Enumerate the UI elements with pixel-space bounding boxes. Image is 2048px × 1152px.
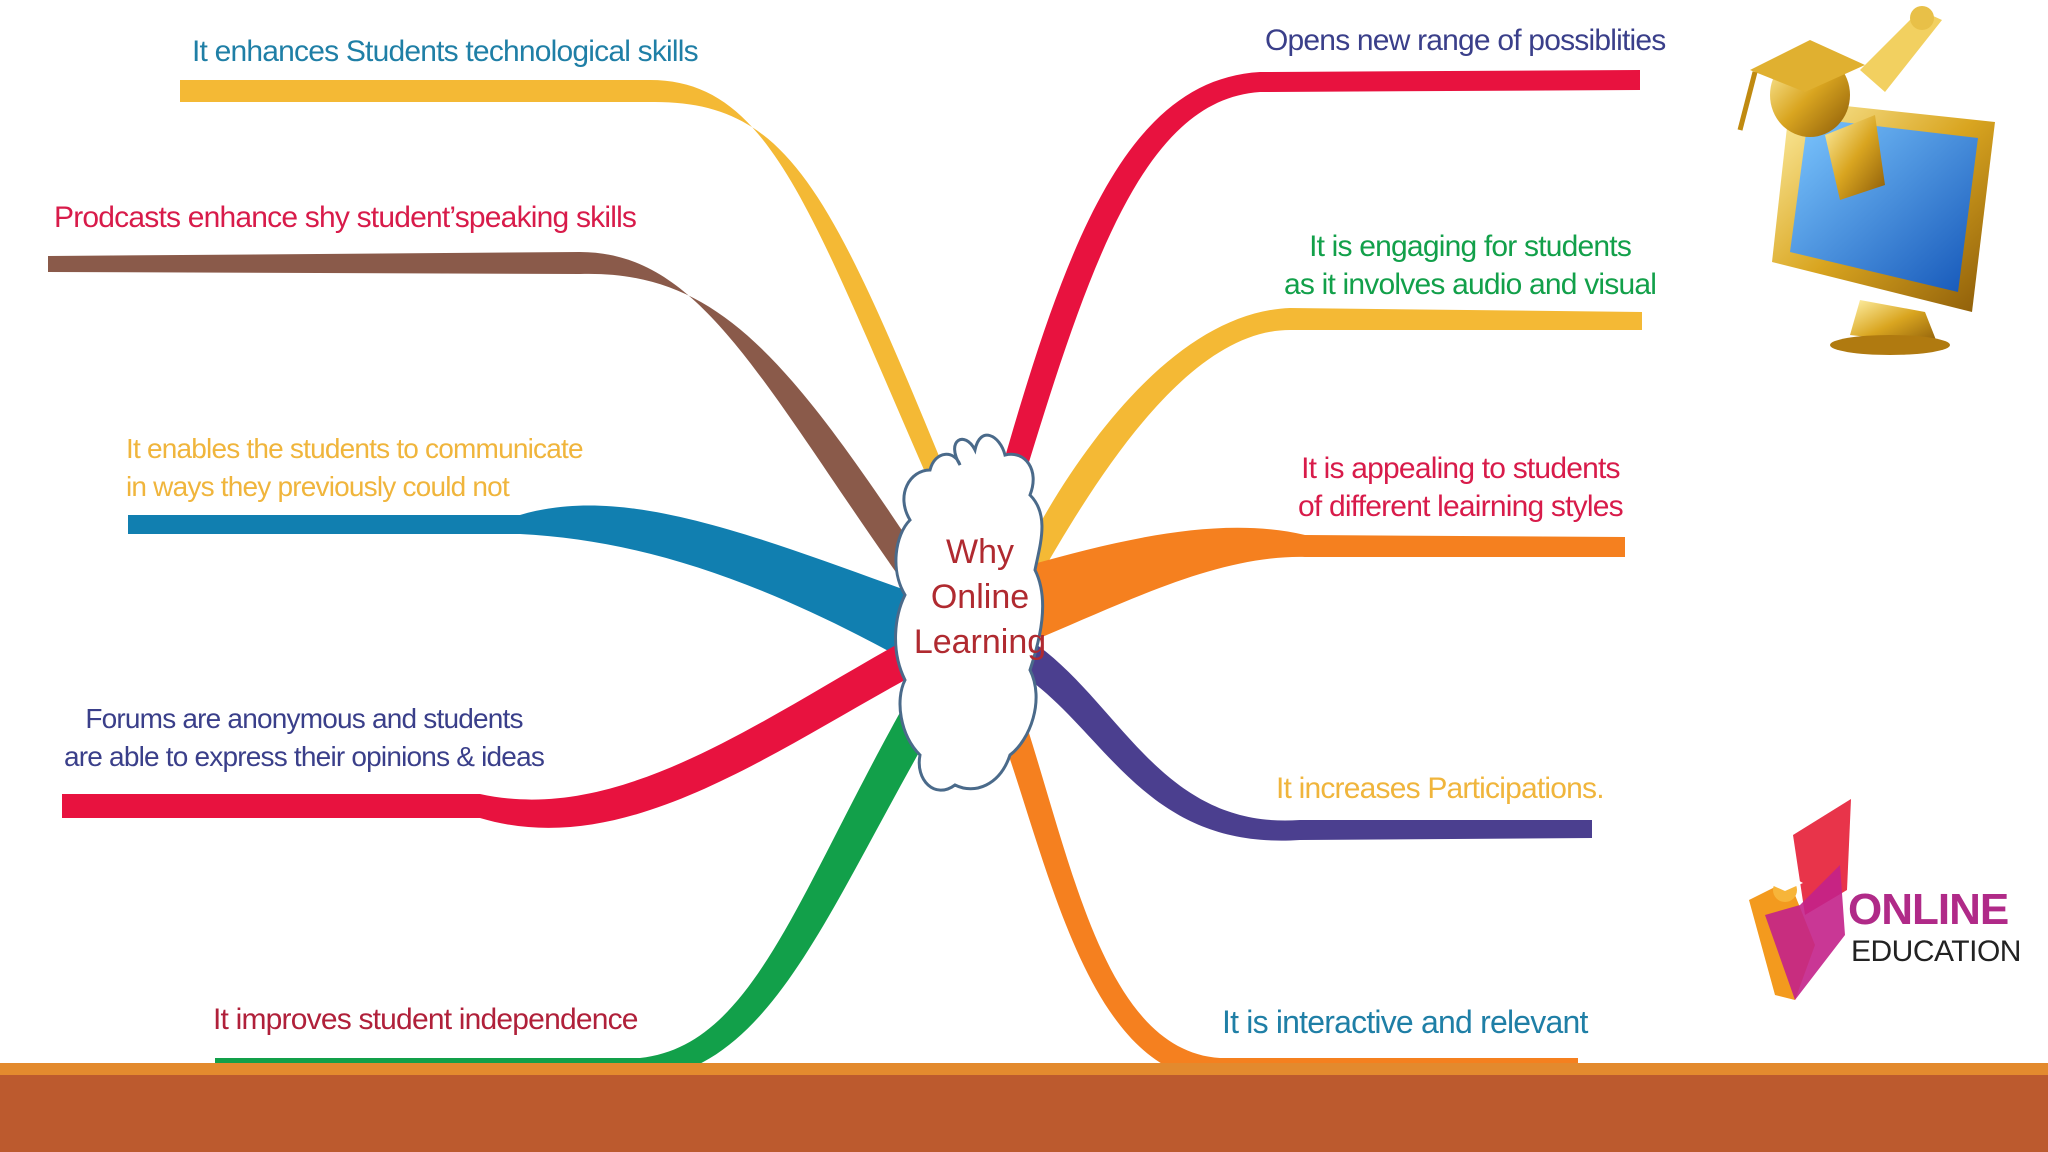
- footer-accent-line: [0, 1063, 2048, 1075]
- label-line: in ways they previously could not: [126, 471, 510, 502]
- branch-right-1: [1015, 308, 1642, 585]
- central-cloud: [894, 433, 1045, 792]
- branch-label-right-3: It increases Participations.: [1276, 770, 1605, 808]
- center-line-2: Learning: [913, 623, 1047, 661]
- label-line: Opens new range of possiblities: [1265, 24, 1666, 57]
- label-line: It is engaging for students: [1309, 230, 1632, 263]
- branch-label-right-4: It is interactive and relevant: [1222, 1003, 1588, 1041]
- branch-label-left-4: It improves student independence: [213, 1001, 639, 1039]
- label-line: are able to express their opinions & ide…: [64, 741, 545, 772]
- branch-left-2: [128, 505, 905, 660]
- branch-left-4: [215, 660, 955, 1080]
- footer-bar: [0, 1075, 2048, 1152]
- label-line: It improves student independence: [213, 1003, 639, 1036]
- branch-label-left-1: Prodcasts enhance shy student’speaking s…: [54, 199, 637, 237]
- online-education-logo: ONLINE EDUCATION: [1745, 795, 2021, 1005]
- center-line-0: Why: [946, 533, 1014, 571]
- label-line: It is interactive and relevant: [1222, 1004, 1588, 1040]
- label-line: It is appealing to students: [1301, 452, 1620, 485]
- logo-word: ONLINE: [1848, 885, 2009, 934]
- label-line: of different leairning styles: [1298, 490, 1624, 523]
- label-line: It enhances Students technological skill…: [192, 35, 699, 68]
- branch-label-left-0: It enhances Students technological skill…: [192, 33, 699, 71]
- branch-right-3: [1030, 640, 1592, 841]
- branch-label-left-3: Forums are anonymous and students are ab…: [64, 700, 545, 776]
- center-topic: Why Online Learning: [905, 530, 1055, 665]
- label-line: It enables the students to communicate: [126, 433, 584, 464]
- label-line: Forums are anonymous and students: [85, 703, 523, 734]
- branch-left-1: [48, 252, 935, 585]
- graduate-monitor-icon: [1737, 6, 1995, 355]
- branch-label-right-1: It is engaging for students as it involv…: [1284, 228, 1657, 304]
- label-line: as it involves audio and visual: [1284, 268, 1657, 301]
- center-line-1: Online: [930, 578, 1030, 616]
- branch-label-left-2: It enables the students to communicate i…: [126, 430, 584, 506]
- branch-label-right-2: It is appealing to students of different…: [1298, 450, 1624, 526]
- logo-subtitle: EDUCATION: [1851, 935, 2021, 968]
- label-line: It increases Participations.: [1276, 772, 1605, 805]
- label-line: Prodcasts enhance shy student’speaking s…: [54, 201, 637, 234]
- online-education-logo-icon: [1749, 799, 1851, 1000]
- branch-left-3: [62, 640, 905, 828]
- branch-right-2: [1030, 527, 1625, 640]
- branch-label-right-0: Opens new range of possiblities: [1265, 22, 1666, 60]
